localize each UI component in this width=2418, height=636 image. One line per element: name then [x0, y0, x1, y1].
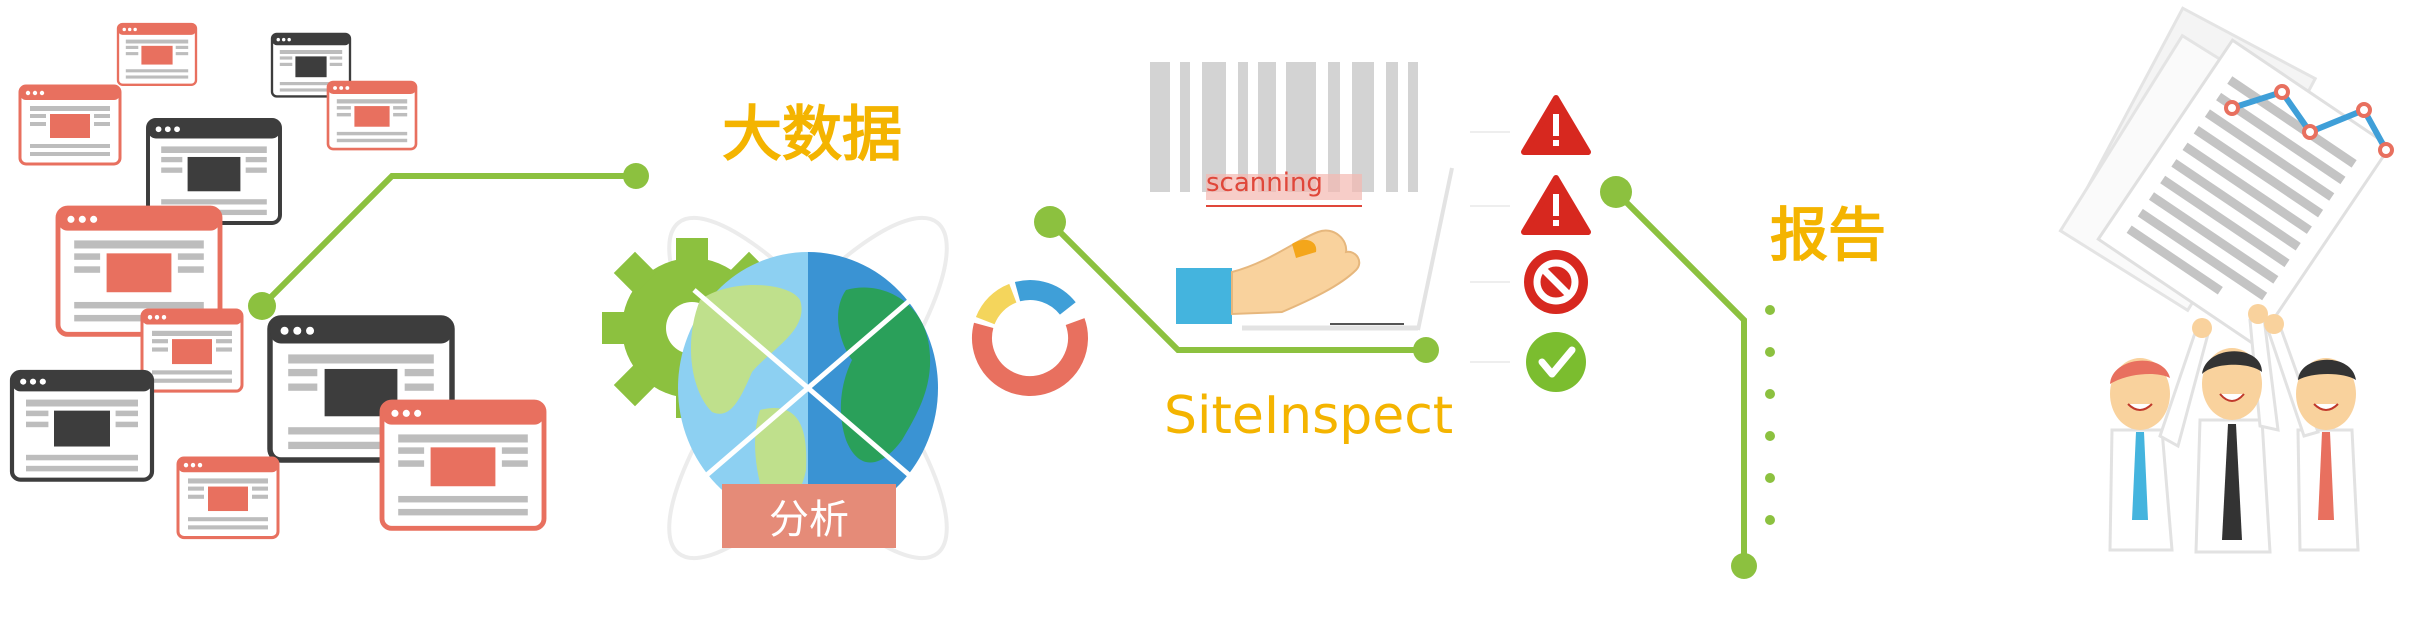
connector-1 [248, 163, 649, 320]
no-entry-icon [1524, 250, 1588, 314]
check-icon [1526, 332, 1586, 392]
trend-chart-icon [2224, 84, 2394, 158]
siteinspect-label: SiteInspect [1164, 386, 1454, 446]
status-icons [1470, 95, 1591, 392]
scanning-label: scanning [1206, 168, 1323, 198]
analysis-label: 分析 [722, 484, 896, 548]
report-illustration [2058, 6, 2394, 554]
warning-icon [1521, 175, 1591, 235]
connector-3 [1600, 176, 1775, 579]
warning-icon [1521, 95, 1591, 155]
people-icon [2108, 304, 2360, 554]
donut-chart-icon [972, 280, 1088, 396]
connector-2 [1034, 206, 1439, 363]
report-label: 报告 [1770, 201, 1887, 269]
big-data-label: 大数据 [722, 100, 902, 170]
barcode-scanner [1150, 62, 1454, 331]
web-pages-cluster [12, 22, 544, 540]
